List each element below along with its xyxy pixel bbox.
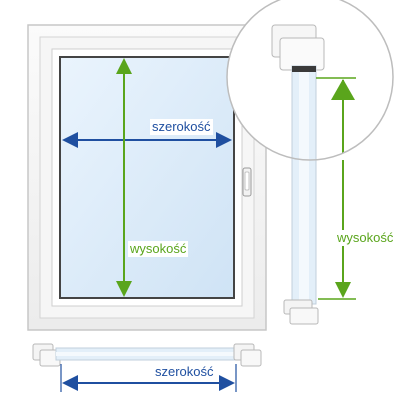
label-height-detail: wysokość <box>335 230 396 246</box>
label-width-detail: szerokość <box>153 364 216 380</box>
window-handle <box>242 167 252 197</box>
label-height-main: wysokość <box>128 241 189 257</box>
bottom-profile <box>32 343 262 392</box>
label-width-main: szerokość <box>150 119 213 135</box>
window-glass <box>59 56 235 299</box>
zoom-detail <box>226 0 394 161</box>
